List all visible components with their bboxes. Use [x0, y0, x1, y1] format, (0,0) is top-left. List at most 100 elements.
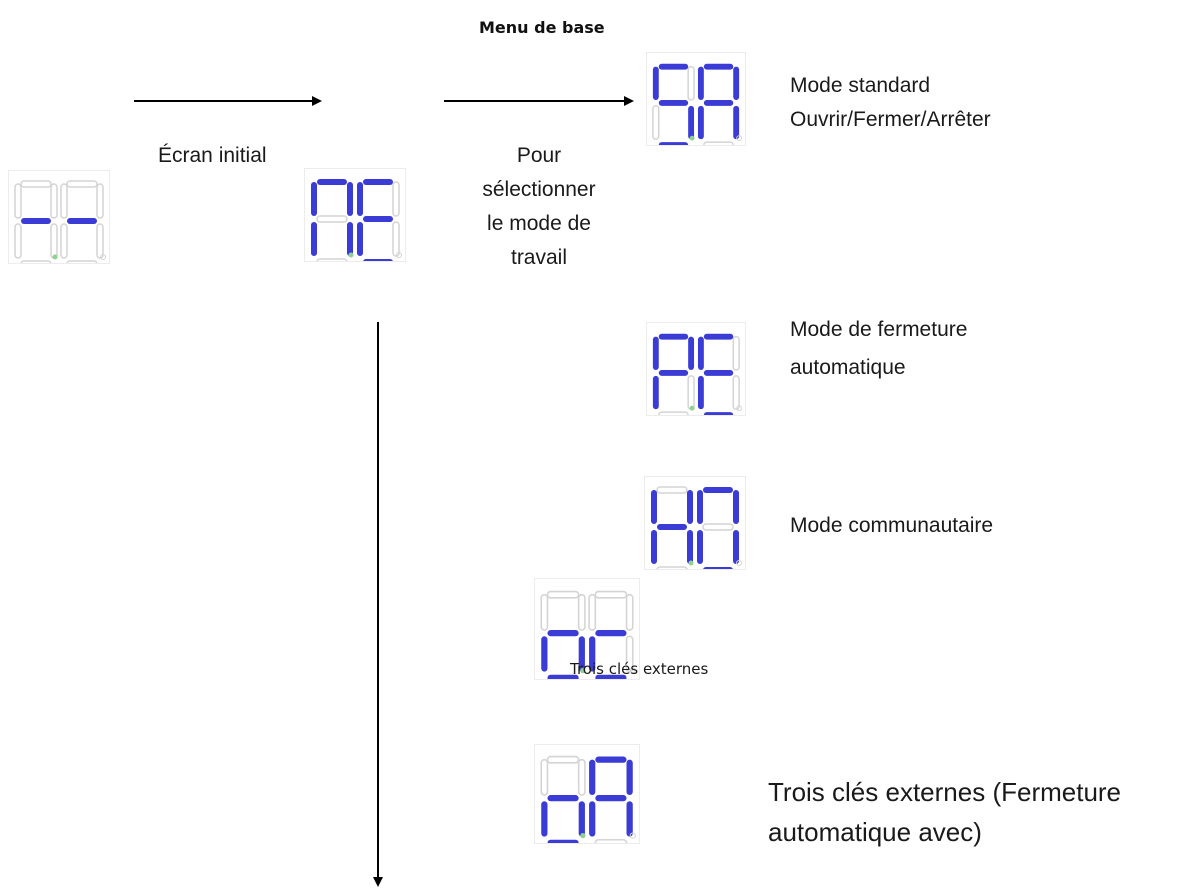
- label-select-mode-line2: sélectionner: [482, 178, 596, 201]
- decimal-dot: [52, 254, 58, 260]
- segment-c-on: [688, 105, 695, 140]
- segment-f-on: [651, 490, 657, 524]
- label-three-keys-auto: Trois clés externes (Fermeture automatiq…: [768, 775, 1121, 849]
- decimal-dot: [100, 254, 106, 260]
- segment-f-on: [697, 490, 703, 524]
- segment-d-on: [363, 259, 393, 261]
- segment-f-off: [540, 758, 549, 796]
- segment-e-off: [14, 223, 22, 259]
- segment-b-on: [688, 336, 695, 370]
- segment-c-on: [733, 530, 739, 564]
- segment-d-off: [316, 258, 348, 261]
- segment-f-on: [697, 336, 704, 370]
- segment-f-off: [540, 593, 549, 631]
- seven-segment-display-icon: [540, 590, 636, 679]
- segment-e-on: [651, 530, 657, 564]
- segment-a-on: [595, 756, 627, 763]
- segment-e-on: [697, 530, 703, 564]
- decimal-dot: [580, 668, 586, 674]
- decimal-dot: [689, 135, 695, 141]
- decimal-dot: [736, 560, 742, 566]
- display-three-keys: [534, 578, 640, 680]
- segment-d-on: [658, 142, 689, 145]
- segment-f-off: [60, 183, 68, 219]
- segment-d-off: [594, 838, 628, 843]
- segment-g-on: [21, 218, 51, 224]
- decimal-dot: [629, 667, 636, 674]
- segment-c-off: [96, 223, 104, 259]
- segment-f-off: [14, 183, 22, 219]
- segment-c-on: [626, 801, 633, 837]
- segment-b-on: [733, 490, 739, 524]
- segment-e-on: [541, 801, 548, 837]
- segment-a-off: [66, 180, 98, 188]
- segment-e-off: [60, 223, 68, 259]
- seven-segment-display-icon: [540, 755, 636, 843]
- segment-a-off: [656, 486, 688, 494]
- segment-c-on: [578, 801, 585, 837]
- segment-a-off: [20, 180, 52, 188]
- decimal-dot: [580, 833, 586, 839]
- segment-g-off: [316, 215, 348, 223]
- decimal-dot: [348, 252, 354, 258]
- segment-d-on: [547, 674, 579, 679]
- segment-c-on: [347, 222, 353, 256]
- segment-g-on: [547, 630, 579, 637]
- segment-a-on: [703, 333, 734, 340]
- decimal-dot: [736, 405, 743, 412]
- label-three-keys-auto-line1: Trois clés externes (Fermeture: [768, 777, 1122, 807]
- seven-segment-display-icon: [652, 63, 743, 145]
- segment-g-on: [67, 218, 97, 224]
- segment-d-off: [20, 260, 52, 263]
- segment-e-on: [357, 222, 363, 256]
- segment-c-off: [687, 375, 695, 410]
- decimal-dot: [736, 135, 743, 142]
- segment-g-on: [657, 524, 687, 530]
- segment-g-on: [703, 99, 734, 106]
- segment-e-off: [652, 105, 660, 140]
- label-select-mode-line1: Pour: [516, 144, 562, 167]
- segment-f-off: [588, 593, 597, 631]
- segment-e-on: [589, 636, 596, 672]
- seven-segment-display-icon: [311, 179, 402, 261]
- segment-c-on: [578, 636, 585, 672]
- segment-a-on: [703, 487, 733, 493]
- segment-e-on: [697, 375, 704, 410]
- display-standard-mode: [646, 52, 746, 146]
- decimal-dot: [688, 560, 694, 566]
- segment-d-on: [703, 412, 734, 415]
- segment-c-off: [732, 375, 740, 410]
- segment-a-on: [317, 179, 347, 185]
- segment-b-off: [687, 65, 695, 101]
- label-community-mode: Mode communautaire: [790, 514, 994, 537]
- segment-f-on: [652, 66, 659, 100]
- seven-segment-display-icon: [14, 180, 106, 263]
- segment-a-off: [546, 755, 580, 764]
- segment-g-on: [703, 369, 734, 376]
- segment-d-off: [703, 141, 734, 145]
- segment-b-off: [577, 758, 586, 796]
- segment-f-on: [652, 336, 659, 370]
- segment-a-on: [703, 63, 734, 70]
- segment-e-on: [589, 801, 596, 837]
- segment-b-on: [733, 66, 740, 100]
- segment-b-off: [96, 183, 104, 219]
- segment-b-on: [687, 490, 693, 524]
- segment-b-off: [625, 593, 634, 631]
- segment-b-off: [732, 335, 740, 371]
- segment-d-on: [595, 674, 627, 679]
- segment-b-off: [392, 181, 400, 217]
- segment-g-off: [702, 523, 734, 531]
- segment-g-on: [658, 369, 689, 376]
- segment-e-on: [311, 222, 317, 256]
- display-auto-close-mode: [646, 322, 746, 416]
- label-auto-close-mode-line2: automatique: [790, 356, 906, 379]
- seven-segment-display-icon: [652, 333, 743, 415]
- label-three-keys: Trois clés externes: [570, 660, 709, 678]
- segment-g-on: [595, 795, 627, 802]
- segment-a-on: [363, 179, 393, 185]
- segment-g-on: [595, 630, 627, 637]
- segment-c-off: [625, 635, 634, 673]
- segment-b-on: [626, 759, 633, 796]
